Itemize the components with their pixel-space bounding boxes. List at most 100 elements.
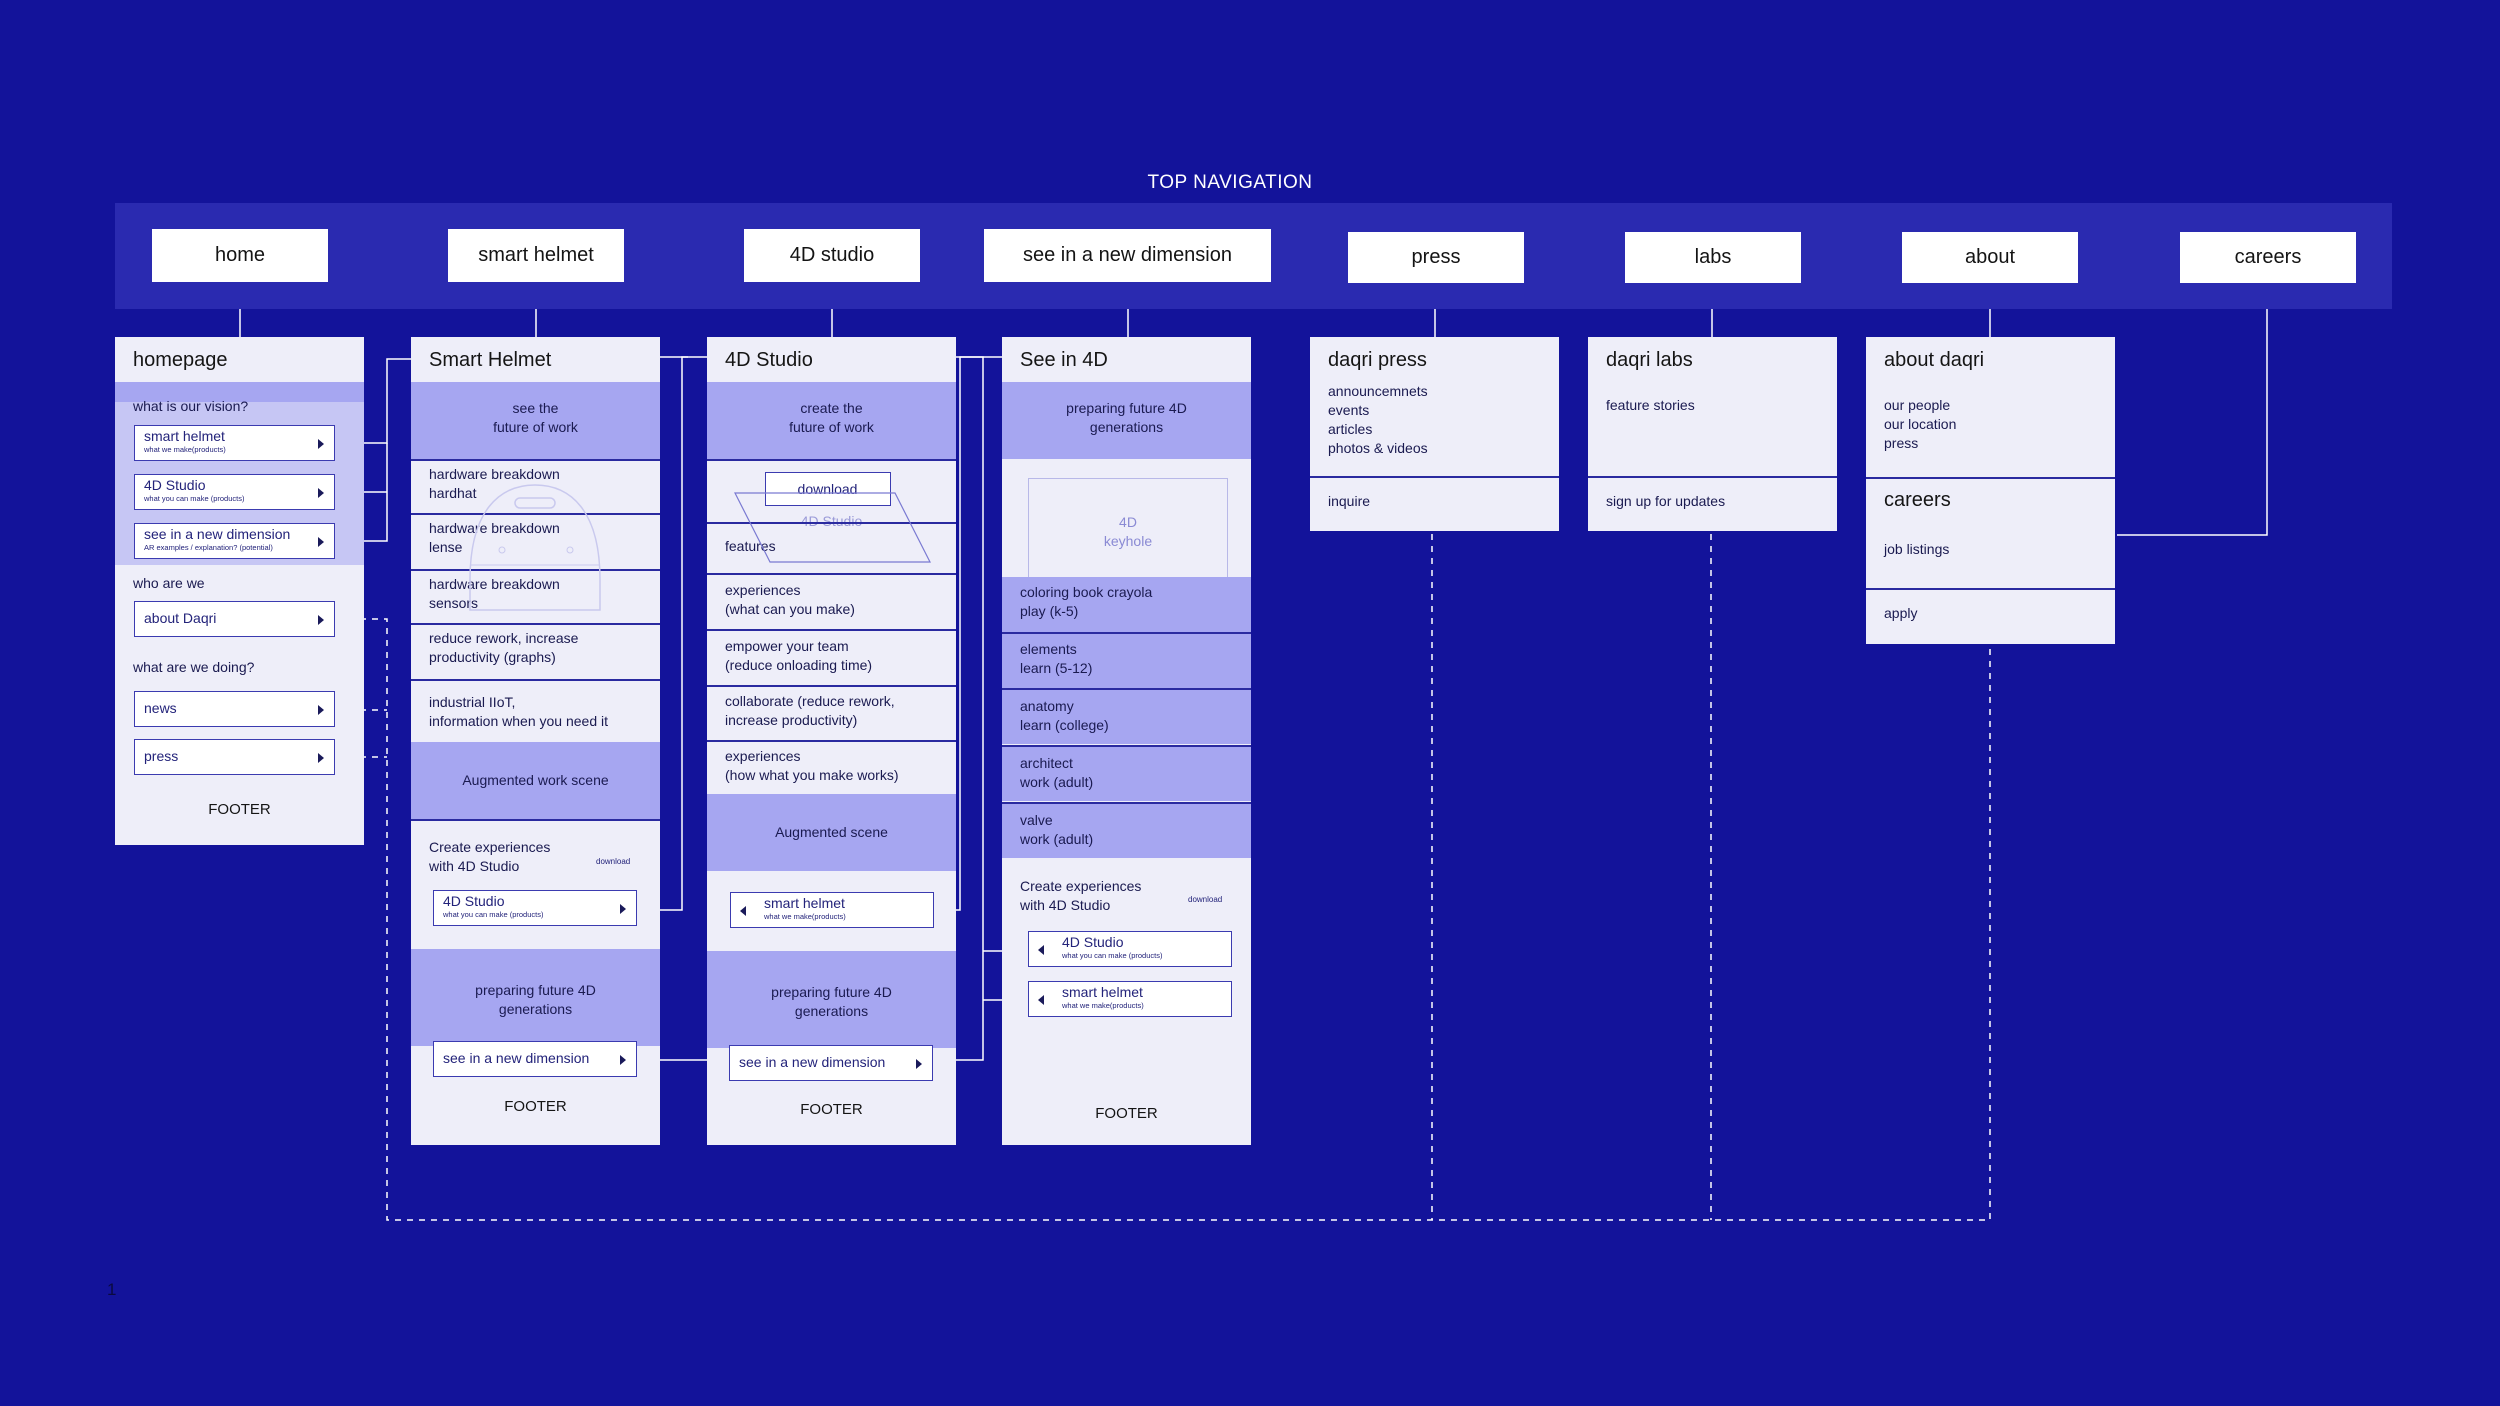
nav-careers[interactable]: careers <box>2180 232 2356 283</box>
augmented-work-scene-text: Augmented work scene <box>462 772 609 788</box>
see4d-smart-helmet-link[interactable]: smart helmet what we make(products) <box>1028 981 1232 1017</box>
divider <box>1002 745 1251 747</box>
nav-see-in-new-dimension[interactable]: see in a new dimension <box>984 229 1271 282</box>
press-title: daqri press <box>1328 349 1427 371</box>
homepage-doing-question: what are we doing? <box>133 659 255 675</box>
divider <box>707 459 956 461</box>
homepage-news-link[interactable]: news <box>134 691 335 727</box>
valve-row-band <box>1002 804 1251 858</box>
architect-row: architect work (adult) <box>1020 755 1094 790</box>
coloring-book-row-band <box>1002 577 1251 632</box>
industrial-iiot-row: industrial IIoT, information when you ne… <box>429 694 608 729</box>
chip-sublabel: AR examples / explanation? (potential) <box>144 543 273 552</box>
homepage-smart-helmet-link[interactable]: smart helmet what we make(products) <box>134 425 335 461</box>
smart-helmet-card: Smart Helmet see the future of work hard… <box>411 337 660 1145</box>
homepage-title: homepage <box>133 349 228 371</box>
4d-studio-ghost-label: 4D Studio <box>800 513 863 529</box>
chip-label: 4D Studio <box>1062 934 1124 950</box>
divider <box>707 685 956 687</box>
homepage-about-daqri-link[interactable]: about Daqri <box>134 601 335 637</box>
nav-labs[interactable]: labs <box>1625 232 1801 283</box>
4d-studio-footer: FOOTER <box>800 1101 863 1118</box>
helmet-see-in-new-dimension-link[interactable]: see in a new dimension <box>433 1041 637 1077</box>
chevron-left-icon <box>740 906 746 916</box>
chip-sublabel: what we make(products) <box>764 912 846 921</box>
divider <box>1002 688 1251 690</box>
elements-row: elements learn (5-12) <box>1020 641 1093 676</box>
see-in-4d-footer: FOOTER <box>1095 1105 1158 1122</box>
helmet-preparing-text: preparing future 4D generations <box>475 982 596 1017</box>
divider <box>1866 588 2115 590</box>
chevron-right-icon <box>620 904 626 914</box>
chip-sublabel: what you can make (products) <box>144 494 245 503</box>
chip-label: see in a new dimension <box>144 526 291 542</box>
divider <box>1866 477 2115 479</box>
chevron-right-icon <box>620 1055 626 1065</box>
careers-apply-link[interactable]: apply <box>1884 605 1918 621</box>
divider <box>707 522 956 524</box>
see4d-4d-studio-link[interactable]: 4D Studio what you can make (products) <box>1028 931 1232 967</box>
nav-smart-helmet[interactable]: smart helmet <box>448 229 624 282</box>
homepage-who-question: who are we <box>133 575 205 591</box>
chevron-right-icon <box>916 1059 922 1069</box>
homepage-vision-question: what is our vision? <box>133 398 249 414</box>
nav-4d-studio[interactable]: 4D studio <box>744 229 920 282</box>
chevron-right-icon <box>318 537 324 547</box>
augmented-scene-text: Augmented scene <box>775 824 888 840</box>
studio-preparing-band <box>707 951 956 1048</box>
homepage-lower-card: who are we about Daqri what are we doing… <box>115 565 364 845</box>
homepage-see-in-new-dimension-link[interactable]: see in a new dimension AR examples / exp… <box>134 523 335 559</box>
4d-studio-hero <box>707 382 956 459</box>
labs-signup-link[interactable]: sign up for updates <box>1606 493 1726 509</box>
see-in-4d-hero <box>1002 382 1251 459</box>
helmet-4d-studio-link[interactable]: 4D Studio what you can make (products) <box>433 890 637 926</box>
studio-see-in-new-dimension-link[interactable]: see in a new dimension <box>729 1045 933 1081</box>
chip-label: press <box>144 748 179 764</box>
see4d-download-label: download <box>1188 895 1223 904</box>
4d-studio-card: 4D Studio create the future of work down… <box>707 337 956 1145</box>
about-items: our people our location press <box>1884 397 1957 451</box>
about-title: about daqri <box>1884 349 1985 371</box>
smart-helmet-hero <box>411 382 660 459</box>
anatomy-row: anatomy learn (college) <box>1020 698 1109 733</box>
valve-row: valve work (adult) <box>1020 812 1094 847</box>
chevron-right-icon <box>318 753 324 763</box>
collaborate-row: collaborate (reduce rework, increase pro… <box>725 693 895 728</box>
anatomy-row-band <box>1002 690 1251 744</box>
download-label: download <box>596 857 631 866</box>
chip-label: smart helmet <box>1062 984 1143 1000</box>
nav-about[interactable]: about <box>1902 232 2078 283</box>
chip-sublabel: what we make(products) <box>1062 1001 1144 1010</box>
labs-card: daqri labs feature stories sign up for u… <box>1588 337 1837 531</box>
nav-home[interactable]: home <box>152 229 328 282</box>
divider <box>1002 802 1251 804</box>
homepage-4d-studio-link[interactable]: 4D Studio what you can make (products) <box>134 474 335 510</box>
chip-label: smart helmet <box>764 895 845 911</box>
press-inquire-link[interactable]: inquire <box>1328 493 1371 509</box>
empower-team-row: empower your team (reduce onloading time… <box>725 638 873 673</box>
chip-sublabel: what you can make (products) <box>1062 951 1163 960</box>
smart-helmet-footer: FOOTER <box>504 1098 567 1115</box>
chip-label: see in a new dimension <box>443 1050 590 1066</box>
hardware-sensors-row: hardware breakdown sensors <box>429 576 560 611</box>
studio-smart-helmet-link[interactable]: smart helmet what we make(products) <box>730 892 934 928</box>
divider <box>1588 476 1837 478</box>
create-experiences-text: Create experiences with 4D Studio <box>429 839 551 874</box>
nav-press[interactable]: press <box>1348 232 1524 283</box>
homepage-press-link[interactable]: press <box>134 739 335 775</box>
divider <box>1002 632 1251 634</box>
augmented-scene-band <box>707 794 956 871</box>
divider <box>707 740 956 742</box>
chevron-right-icon <box>318 615 324 625</box>
4d-studio-hero-text: create the future of work <box>789 400 874 435</box>
divider <box>707 573 956 575</box>
see4d-create-experiences-text: Create experiences with 4D Studio <box>1020 878 1142 913</box>
divider <box>411 569 660 571</box>
chevron-right-icon <box>318 439 324 449</box>
keyhole-label: 4D keyhole <box>1103 514 1153 549</box>
divider <box>411 459 660 461</box>
features-row: features <box>725 538 776 554</box>
helmet-sketch-icon <box>469 484 601 611</box>
studio-download-button[interactable]: download <box>765 472 891 506</box>
chip-label: 4D Studio <box>144 477 206 493</box>
